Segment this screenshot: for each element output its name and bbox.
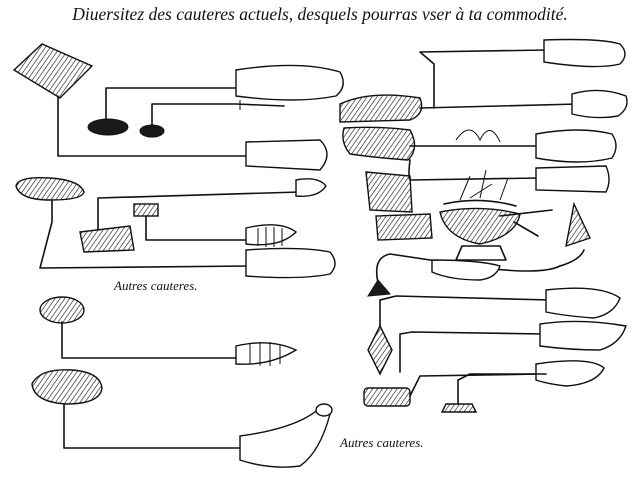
round-plate-cautery: [31, 369, 333, 468]
plate-title: Diuersitez des cauteres actuels, desquel…: [72, 4, 568, 24]
small-block-cautery: [133, 203, 298, 247]
blade-cautery: [79, 178, 327, 253]
caption-left: Autres cauteres.: [114, 278, 198, 293]
disc-cautery-large: [87, 64, 344, 136]
flat-iron-cautery: [15, 176, 336, 279]
hatchet-cautery: [365, 159, 610, 213]
flat-end-cautery: [440, 373, 547, 413]
square-head-cautery: [12, 43, 328, 171]
perforated-disc-cautery: [39, 296, 298, 366]
disc-cautery-small: [139, 100, 285, 138]
hooked-rod-cautery: [419, 38, 626, 109]
caption-right: Autres cauteres.: [340, 435, 424, 450]
cylinder-cautery: [363, 360, 605, 407]
brazier: [439, 129, 553, 261]
block-cautery: [375, 213, 433, 241]
bent-knife-cautery: [399, 320, 627, 373]
serpentine-cautery: [367, 201, 591, 297]
spoon-cautery: [339, 89, 628, 123]
arrow-cautery: [367, 287, 621, 376]
curved-blade-cautery: [342, 126, 617, 163]
